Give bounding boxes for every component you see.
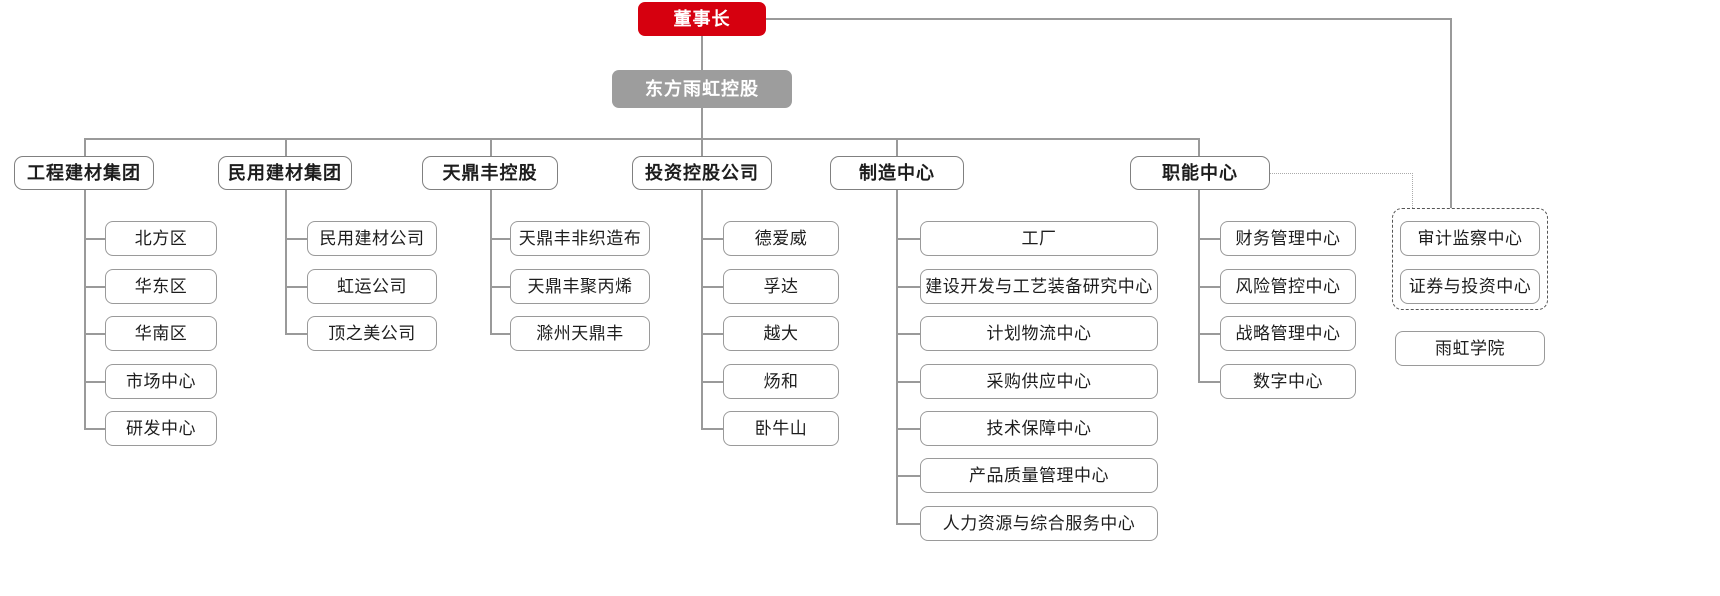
connector-stem-div-3 — [490, 138, 492, 156]
connector-div4-child-2 — [701, 286, 723, 288]
node-audit-supervision-center[interactable]: 审计监察中心 — [1400, 221, 1540, 256]
connector-div4-child-4 — [701, 381, 723, 383]
connector-div2-child-3 — [285, 333, 307, 335]
connector-div1-child-3 — [84, 333, 105, 335]
node-east-region[interactable]: 华东区 — [105, 269, 217, 304]
node-chairman[interactable]: 董事长 — [638, 2, 766, 36]
node-dingzhimei-company[interactable]: 顶之美公司 — [307, 316, 437, 351]
node-division-functional[interactable]: 职能中心 — [1130, 156, 1270, 190]
node-division-investment[interactable]: 投资控股公司 — [632, 156, 772, 190]
connector-stem-div-4 — [701, 138, 703, 156]
connector-div5-child-1 — [896, 238, 920, 240]
node-strategy-management-center[interactable]: 战略管理中心 — [1220, 316, 1356, 351]
node-division-civil[interactable]: 民用建材集团 — [218, 156, 352, 190]
node-division-tiandingfeng[interactable]: 天鼎丰控股 — [422, 156, 558, 190]
connector-div1-child-5 — [84, 428, 105, 430]
connector-div3-child-3 — [490, 333, 510, 335]
connector-div6-child-2 — [1198, 286, 1220, 288]
connector-stem-div-6 — [1198, 138, 1200, 156]
connector-stem-div-5 — [896, 138, 898, 156]
connector-function-dotted-v — [1412, 173, 1413, 208]
node-yuhong-academy[interactable]: 雨虹学院 — [1395, 331, 1545, 366]
node-factory[interactable]: 工厂 — [920, 221, 1158, 256]
connector-div5-child-3 — [896, 333, 920, 335]
node-hr-general-services-center[interactable]: 人力资源与综合服务中心 — [920, 506, 1158, 541]
connector-div1-child-2 — [84, 286, 105, 288]
connector-div3-child-2 — [490, 286, 510, 288]
connector-div5-child-6 — [896, 475, 920, 477]
node-deaiwei[interactable]: 德爱威 — [723, 221, 839, 256]
node-product-quality-center[interactable]: 产品质量管理中心 — [920, 458, 1158, 493]
connector-div1-child-1 — [84, 238, 105, 240]
node-division-manufacturing[interactable]: 制造中心 — [830, 156, 964, 190]
connector-chairman-direct-h — [766, 18, 1451, 20]
node-north-region[interactable]: 北方区 — [105, 221, 217, 256]
connector-div4-child-3 — [701, 333, 723, 335]
connector-div1-spine — [84, 190, 86, 428]
connector-div2-spine — [285, 190, 287, 333]
node-finance-management-center[interactable]: 财务管理中心 — [1220, 221, 1356, 256]
node-risk-control-center[interactable]: 风险管控中心 — [1220, 269, 1356, 304]
connector-div2-child-2 — [285, 286, 307, 288]
connector-div3-spine — [490, 190, 492, 333]
connector-div4-child-1 — [701, 238, 723, 240]
connector-div5-child-2 — [896, 286, 920, 288]
node-planning-logistics-center[interactable]: 计划物流中心 — [920, 316, 1158, 351]
node-fuda[interactable]: 孚达 — [723, 269, 839, 304]
node-division-engineering[interactable]: 工程建材集团 — [14, 156, 154, 190]
connector-stem-div-2 — [285, 138, 287, 156]
node-tdf-polypropylene[interactable]: 天鼎丰聚丙烯 — [510, 269, 650, 304]
node-securities-investment-center[interactable]: 证券与投资中心 — [1400, 269, 1540, 304]
connector-div2-child-1 — [285, 238, 307, 240]
connector-div6-child-4 — [1198, 381, 1220, 383]
connector-chairman-holding — [701, 36, 703, 70]
connector-div5-child-7 — [896, 523, 920, 525]
connector-div4-child-5 — [701, 428, 723, 430]
node-market-center[interactable]: 市场中心 — [105, 364, 217, 399]
connector-div5-child-5 — [896, 428, 920, 430]
node-yanghe[interactable]: 炀和 — [723, 364, 839, 399]
node-holding[interactable]: 东方雨虹控股 — [612, 70, 792, 108]
connector-div1-child-4 — [84, 381, 105, 383]
connector-div4-spine — [701, 190, 703, 428]
connector-stem-div-1 — [84, 138, 86, 156]
connector-div6-child-1 — [1198, 238, 1220, 240]
connector-div5-child-4 — [896, 381, 920, 383]
node-technical-support-center[interactable]: 技术保障中心 — [920, 411, 1158, 446]
connector-holding-bus — [701, 108, 703, 139]
connector-division-bus — [84, 138, 1199, 140]
node-civil-materials-company[interactable]: 民用建材公司 — [307, 221, 437, 256]
node-woniushan[interactable]: 卧牛山 — [723, 411, 839, 446]
connector-div6-spine — [1198, 190, 1200, 381]
node-chuzhou-tdf[interactable]: 滁州天鼎丰 — [510, 316, 650, 351]
node-procurement-supply-center[interactable]: 采购供应中心 — [920, 364, 1158, 399]
connector-div3-child-1 — [490, 238, 510, 240]
connector-div5-spine — [896, 190, 898, 523]
direct-units-group — [1392, 208, 1548, 310]
node-south-region[interactable]: 华南区 — [105, 316, 217, 351]
connector-chairman-direct-v — [1450, 18, 1452, 208]
connector-div6-child-3 — [1198, 333, 1220, 335]
node-hongyun-company[interactable]: 虹运公司 — [307, 269, 437, 304]
node-yueda[interactable]: 越大 — [723, 316, 839, 351]
node-construction-process-research[interactable]: 建设开发与工艺装备研究中心 — [920, 269, 1158, 304]
connector-function-dotted-h — [1270, 173, 1413, 174]
node-tdf-nonwoven[interactable]: 天鼎丰非织造布 — [510, 221, 650, 256]
node-rnd-center[interactable]: 研发中心 — [105, 411, 217, 446]
node-digital-center[interactable]: 数字中心 — [1220, 364, 1356, 399]
